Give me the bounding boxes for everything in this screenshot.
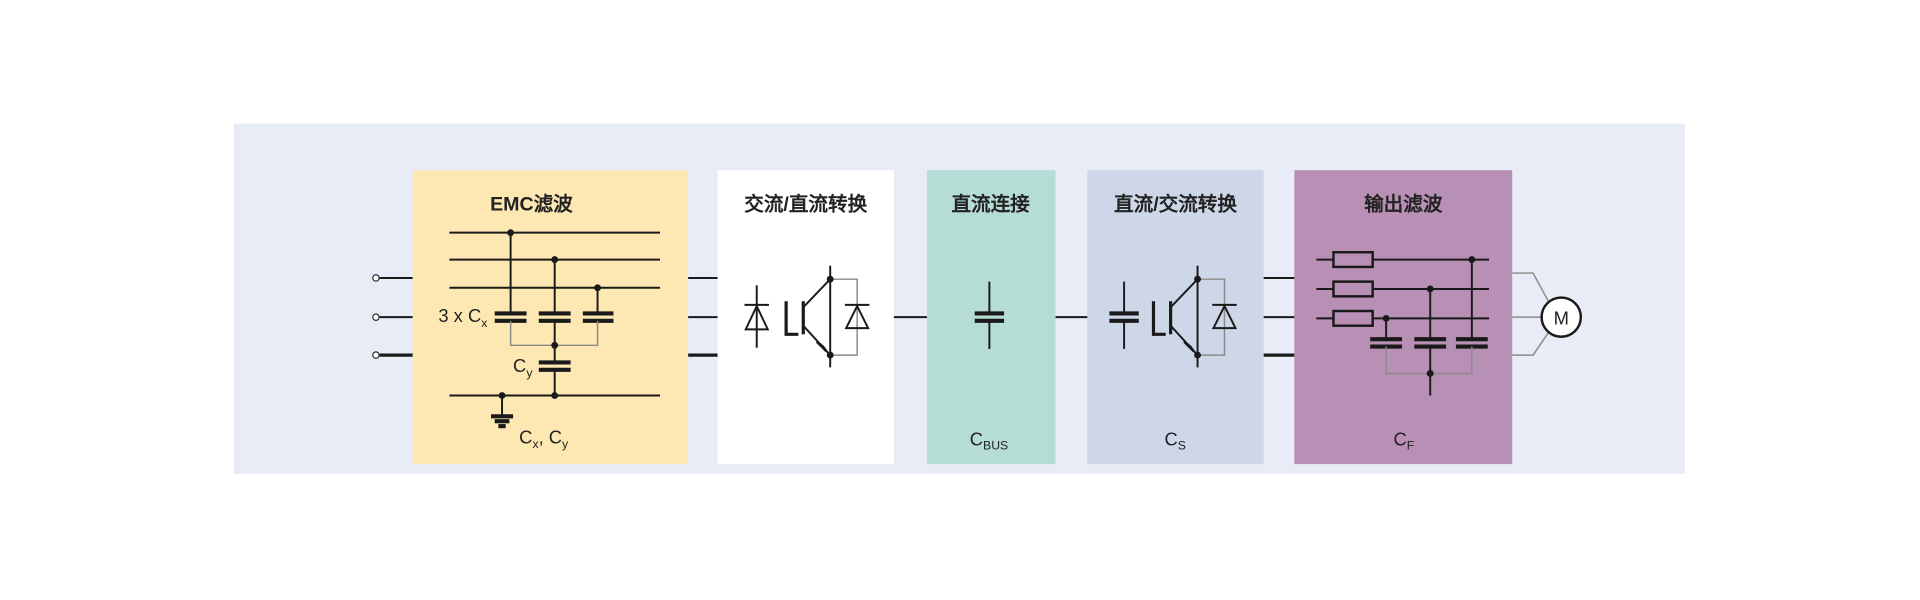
emc-title: EMC滤波 <box>490 193 573 216</box>
input-terminals <box>372 274 413 359</box>
cf-label: CF <box>1393 429 1414 453</box>
dcac-title: 直流/交流转换 <box>1114 193 1237 216</box>
output-filter-circuit <box>1316 251 1489 396</box>
cs-label: CS <box>1164 429 1185 453</box>
snubber-capacitor-icon <box>1109 281 1139 349</box>
connections <box>688 276 1295 357</box>
motor-icon <box>1512 272 1583 356</box>
dcac-block <box>1087 170 1264 465</box>
acdc-title: 交流/直流转换 <box>744 193 867 216</box>
igbt-icon <box>784 265 870 368</box>
inverter-igbt-icon <box>1151 265 1238 368</box>
output-filter-block <box>1294 170 1513 465</box>
cbus-label: CBUS <box>970 429 1008 453</box>
emc-filter-block <box>412 170 689 465</box>
acdc-block <box>717 170 894 465</box>
label-cx-cy: Cx, Cy <box>519 426 569 451</box>
motor-label: M <box>1554 307 1569 328</box>
label-cy: Cy <box>513 355 533 380</box>
dclink-block <box>926 170 1056 465</box>
emc-circuit <box>449 229 660 429</box>
rectifier-diode-icon <box>744 285 770 348</box>
output-title: 输出滤波 <box>1364 193 1443 216</box>
dclink-title: 直流连接 <box>951 193 1030 216</box>
label-3cx: 3 x Cx <box>438 305 487 330</box>
dc-bus-capacitor-icon <box>974 281 1005 349</box>
